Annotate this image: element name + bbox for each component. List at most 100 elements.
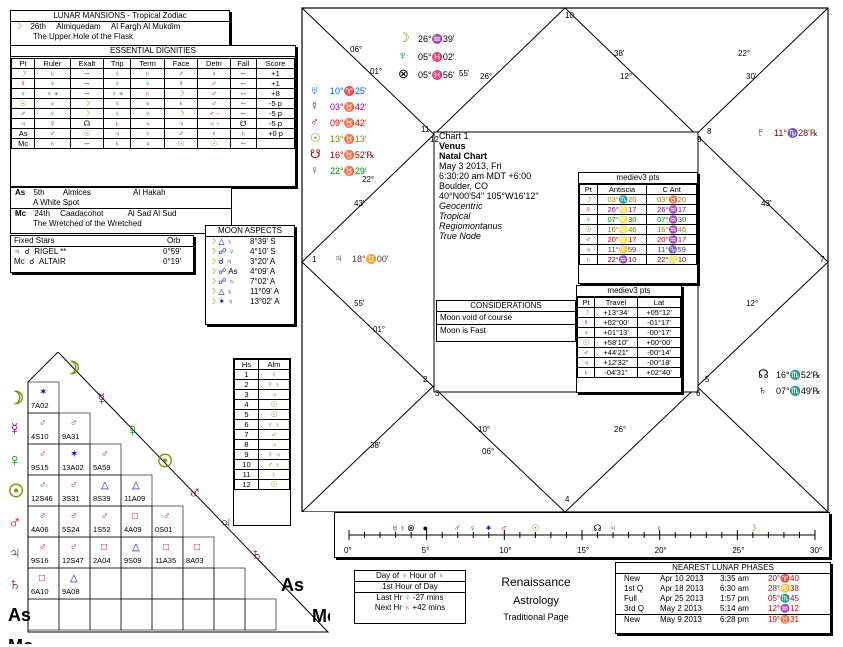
cusp-label: 12°	[746, 299, 758, 308]
grid-aspect-orb: 9S15	[31, 463, 49, 472]
travel-row: ♂+44'21"-00°14'	[576, 347, 681, 358]
grid-aspect-orb: 13A02	[62, 463, 84, 472]
moon-mansion: ☽ 26th Almiquedam Al Fargh Al Mukdim	[15, 22, 181, 31]
cusp-label: 01°	[373, 325, 385, 334]
house-number: 3	[435, 389, 440, 398]
planet-glyph: ♀	[310, 163, 319, 177]
planet-glyph: ☉	[310, 131, 321, 145]
planet-position: 11°♑28'℞	[774, 127, 818, 138]
grid-row-planet: Mc	[8, 636, 33, 644]
cusp-label: 55'	[354, 299, 365, 308]
grid-diag-planet: ♃	[219, 513, 233, 533]
planet-glyph: ☋	[310, 147, 321, 161]
planet-position: 16°♉52'℞	[330, 149, 375, 160]
grid-aspect-symbol: □	[101, 542, 107, 553]
planet-position: 22°♉29'	[330, 165, 367, 176]
house-number: 2	[423, 375, 428, 384]
travel-row: ☿+02°00'-01°17'	[576, 317, 681, 328]
dignity-row: ☽♄--♀♄♂♀--+1	[10, 68, 296, 79]
house-number: 6	[696, 389, 701, 398]
moon-aspect-row: ☽ ☍ ♀4°10' S	[209, 247, 276, 256]
strip-planet-mark: ⊗	[407, 523, 415, 533]
grid-aspect-symbol: ♂	[39, 511, 47, 522]
grid-aspect-symbol: ♂	[39, 418, 47, 429]
dignity-row: ☉♀☽♀♀♄♂---5 p	[10, 98, 296, 109]
cusp-label: 38'	[370, 441, 381, 450]
grid-aspect-symbol: ✶	[70, 449, 78, 460]
planet-glyph: ☿	[310, 99, 319, 113]
grid-diag-planet: ♂	[188, 482, 202, 502]
strip-planet-mark: ☽	[749, 523, 757, 533]
dignity-row: As♂☉♃♀♂♀♄+0 p	[10, 128, 296, 139]
grid-aspect-symbol: △	[70, 573, 78, 584]
strip-planet-mark: ♆	[399, 523, 406, 533]
grid-aspect-orb: 12S46	[31, 494, 53, 503]
planet-glyph: ⊗	[398, 66, 409, 81]
cusp-label: 30'	[746, 72, 757, 81]
grid-aspect-orb: 5S24	[62, 525, 80, 534]
natal-chart: 10111212345678906°01°55'26°38'12°22°30'4…	[301, 7, 829, 512]
planet-glyph: ☽	[398, 30, 410, 45]
grid-diag-planet: ☉	[157, 451, 173, 471]
grid-aspect-symbol: ♂	[101, 511, 109, 522]
planet-position: 10°♈25'	[330, 85, 367, 96]
grid-aspect-orb: 12S47	[62, 556, 84, 565]
grid-row-planet: ♀	[8, 450, 22, 470]
grid-row-planet: ♂	[8, 512, 22, 532]
moon-aspect-row: ☽ △ ♄11°09' A	[209, 287, 280, 296]
cusp-label: 06°	[350, 45, 362, 54]
grid-aspect-symbol: ♂	[39, 449, 47, 460]
grid-aspect-symbol: □	[132, 511, 138, 522]
almuten-row: 11♄	[234, 469, 291, 480]
strip-tick-label: 30°	[810, 546, 822, 555]
strip-tick-label: 5°	[422, 546, 430, 555]
dignity-row: ☿♀--♀♀☿♂--+1	[10, 78, 296, 89]
grid-diag-planet: Mc	[312, 606, 330, 626]
zodiac-strip: 0°5°10°15°20°25°30°♅♆⊗●♂♀✶♂☉☊♃♀☽	[334, 512, 830, 558]
lunar-mansions-title: LUNAR MANSIONS - Tropical Zodiac	[11, 11, 229, 22]
dignity-row: ♃☿☊♄♃♃♃ -☋-5 p	[10, 118, 296, 129]
grid-aspect-orb: 9S09	[124, 556, 142, 565]
house-number: 5	[705, 375, 710, 384]
almuten-row: 9☿ ♃	[234, 449, 291, 460]
mc-label: Mc	[15, 209, 27, 218]
grid-aspect-orb: 3S31	[62, 494, 80, 503]
grid-row-planet: As	[8, 605, 31, 625]
house-number: 11	[421, 125, 430, 134]
grid-diag-planet: ♀	[126, 420, 140, 440]
grid-aspect-orb: 7A02	[31, 401, 49, 410]
dignity-row: ♂♀☽♀♀☽♂ ----5 p	[10, 108, 296, 119]
grid-aspect-symbol: △	[101, 480, 109, 491]
cusp-label: 38'	[614, 49, 625, 58]
strip-planet-mark: ♀	[469, 523, 476, 533]
planet-position: 26°♒39'	[418, 33, 455, 44]
planet-position: 09°♉42'	[330, 117, 367, 128]
moon-aspects-title: MOON ASPECTS	[206, 226, 294, 237]
grid-aspect-orb: 6A10	[31, 587, 49, 596]
jupiter-glyph: ♃	[334, 251, 343, 265]
grid-aspect-orb: 4A06	[31, 525, 49, 534]
planet-glyph: ♄	[758, 383, 767, 397]
planetary-hour-panel: Day of ♀ Hour of ♀ 1st Hour of Day Last …	[354, 570, 466, 624]
moon-icon: ☽	[15, 22, 23, 31]
strip-tick-label: 15°	[577, 546, 589, 555]
moon-aspect-row: ☽ ☌ ♃3°20' A	[209, 257, 276, 266]
dignity-row: ♀♀ +--♀ +♄☽♂--+8	[10, 88, 296, 99]
travel-row: ♀+01°13'-00°17'	[576, 327, 681, 338]
moon-aspects-panel: MOON ASPECTS ☽ △ ♄8°39' S☽ ☍ ♀4°10' S☽ ☌…	[205, 225, 295, 325]
house-number: 12	[430, 135, 439, 144]
aspect-grid: ☽☽☿☿♀♀☉☉♂♂♃♃♄♄AsAsMcMc✶7A02♂4S10♂9A31♂9S…	[8, 352, 330, 644]
grid-row-planet: ☽	[8, 388, 24, 408]
grid-aspect-orb: 11A35	[155, 556, 176, 565]
planet-glyph: ♂	[310, 115, 319, 129]
chart-info: Chart 1 Venus Natal Chart May 3 2013, Fr…	[439, 131, 539, 241]
